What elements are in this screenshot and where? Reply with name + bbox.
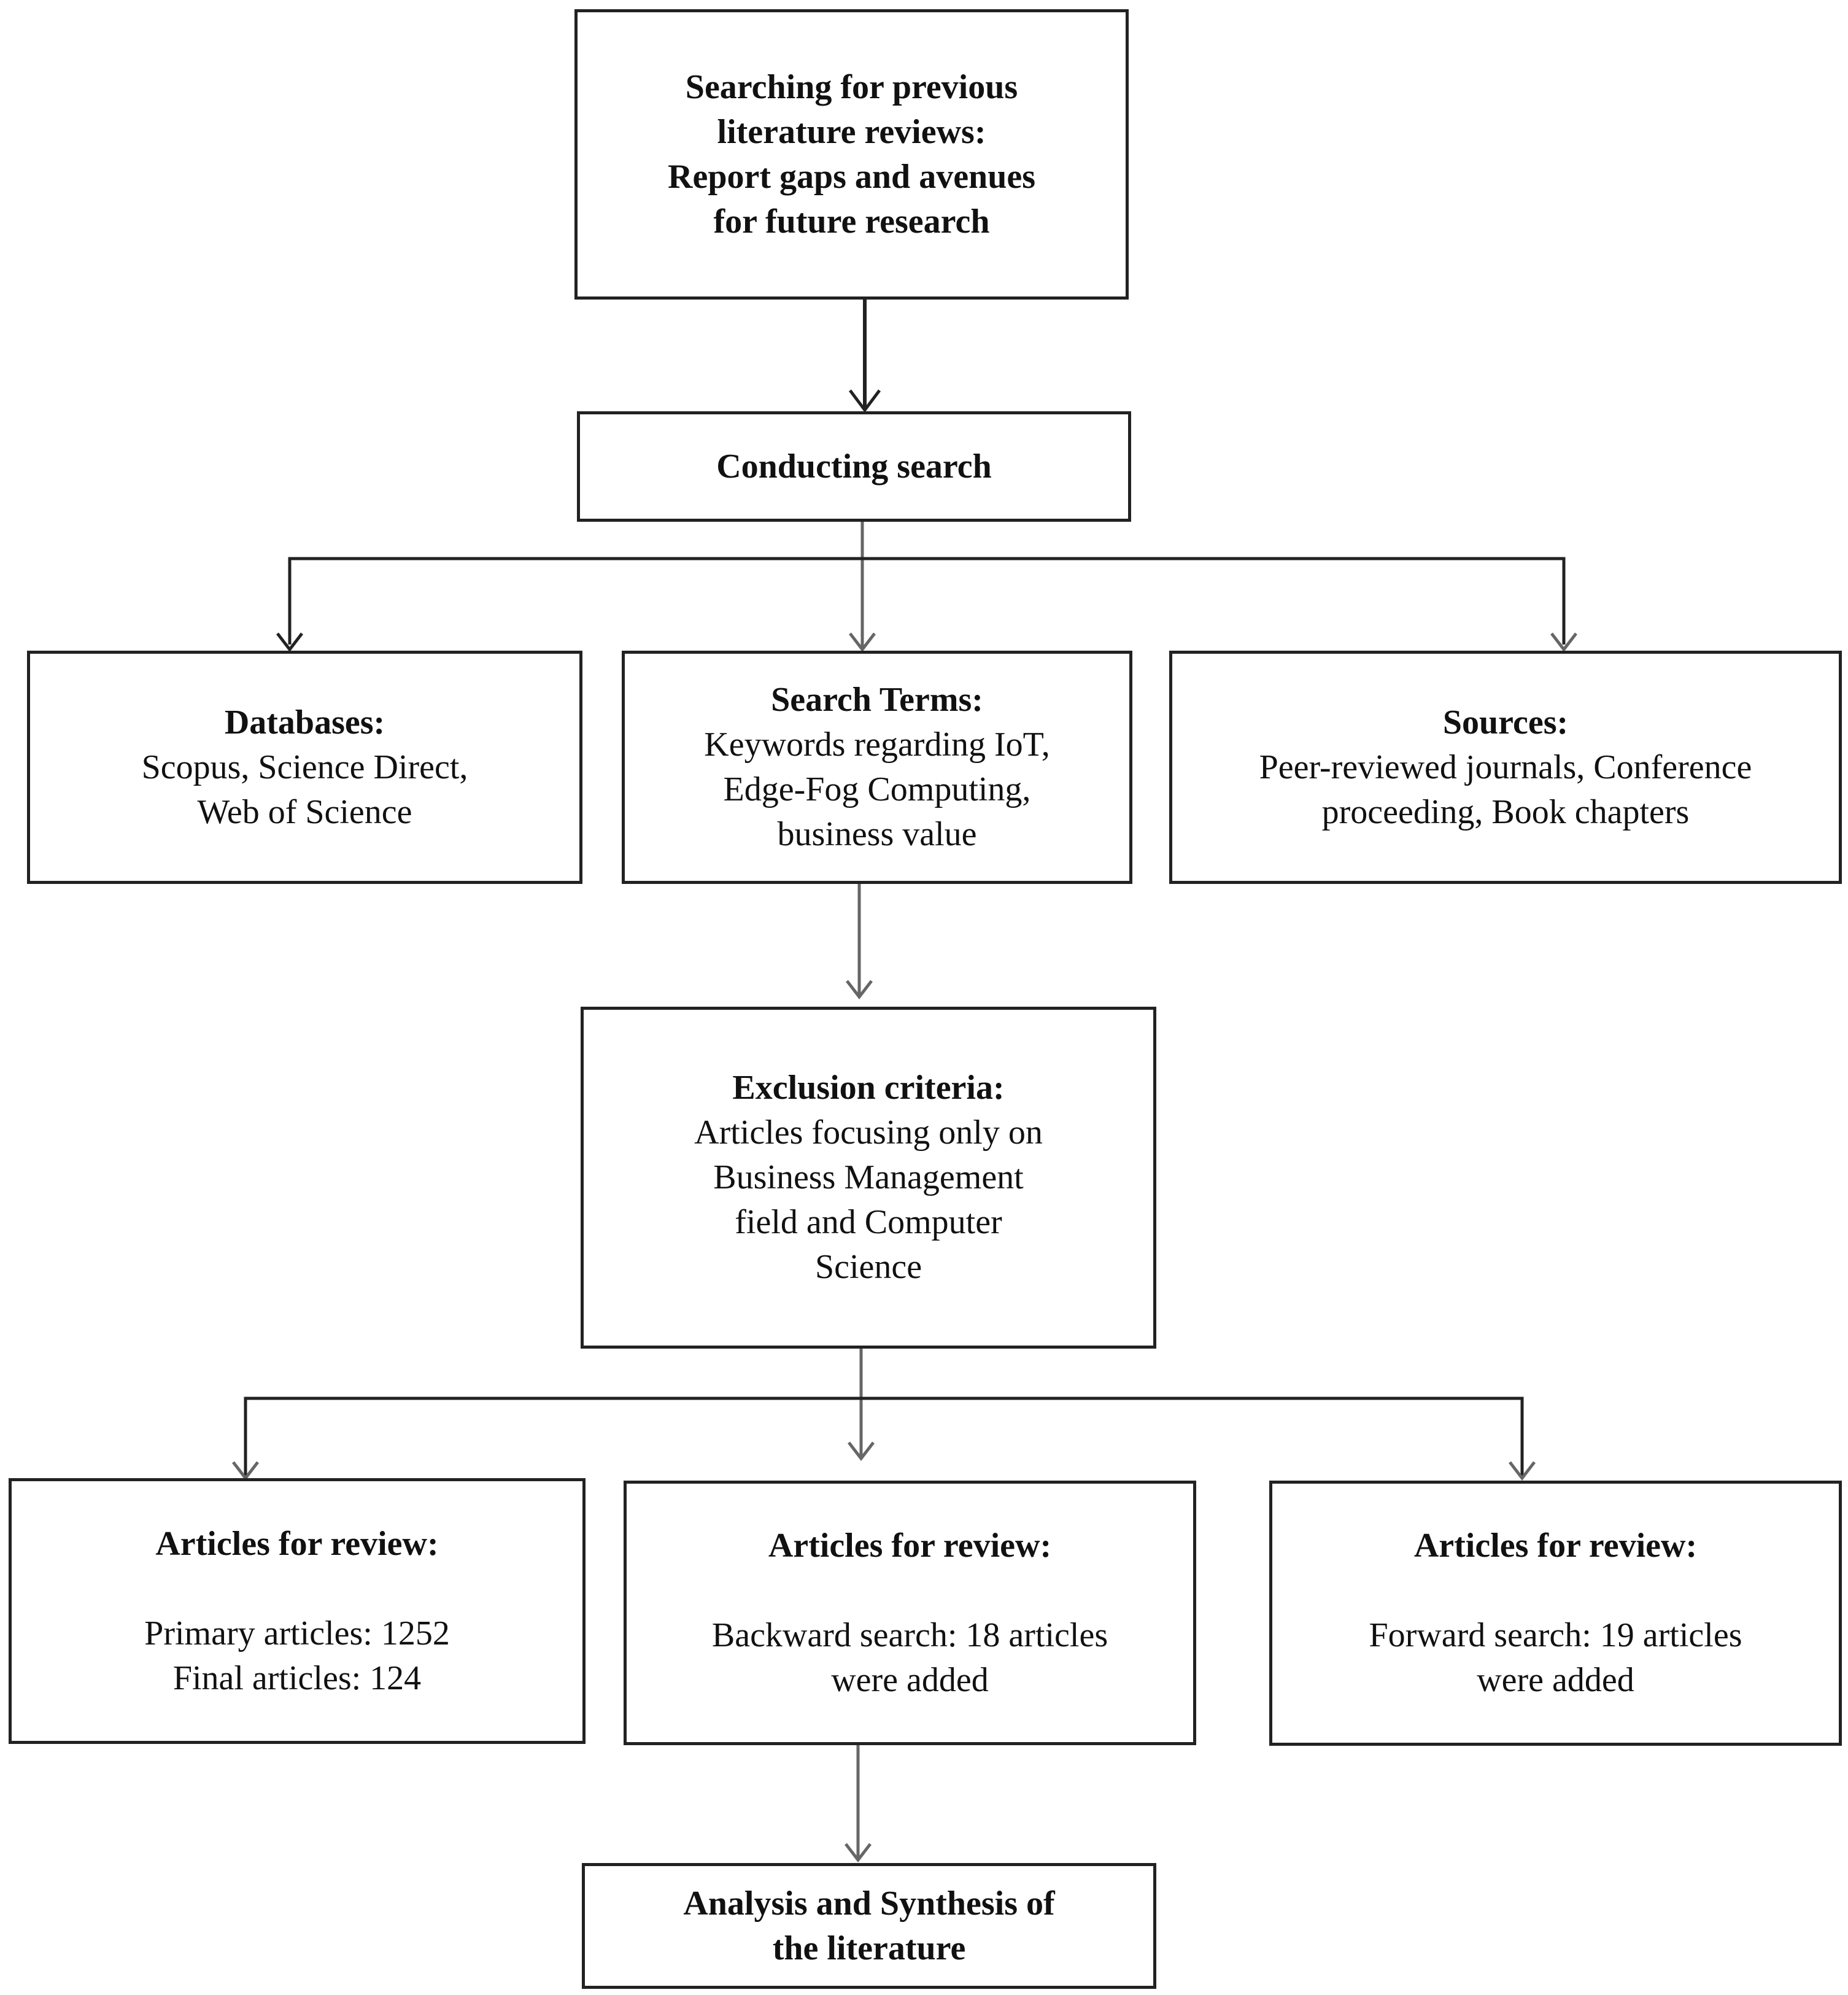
arrowhead-search-terms bbox=[849, 632, 876, 653]
review-forward-line-1: Forward search: 19 articles bbox=[1369, 1616, 1742, 1654]
review-forward-line-2: were added bbox=[1477, 1661, 1634, 1699]
search-terms-box: Search Terms: Keywords regarding IoT, Ed… bbox=[622, 651, 1132, 884]
exclusion-title: Exclusion criteria: bbox=[732, 1069, 1005, 1107]
search-terms-line-2: Edge-Fog Computing, bbox=[723, 770, 1031, 808]
review-primary-box: Articles for review: Primary articles: 1… bbox=[9, 1478, 586, 1744]
arrowhead-review-backward bbox=[848, 1441, 875, 1462]
arrowhead-databases bbox=[276, 632, 303, 653]
search-terms-line-3: business value bbox=[777, 815, 977, 853]
analysis-line-1: Analysis and Synthesis of bbox=[683, 1884, 1055, 1923]
review-forward-box: Articles for review: Forward search: 19 … bbox=[1269, 1481, 1842, 1746]
previous-reviews-box: Searching for previous literature review… bbox=[574, 9, 1129, 300]
review-primary-title: Articles for review: bbox=[155, 1524, 439, 1563]
databases-box: Databases: Scopus, Science Direct, Web o… bbox=[27, 651, 582, 884]
analysis-synthesis-box: Analysis and Synthesis of the literature bbox=[582, 1863, 1156, 1989]
previous-reviews-line-4: for future research bbox=[713, 202, 990, 241]
conducting-search-box: Conducting search bbox=[577, 411, 1131, 522]
previous-reviews-line-3: Report gaps and avenues bbox=[668, 157, 1035, 196]
arrowhead-conducting bbox=[849, 389, 881, 413]
exclusion-line-2: Business Management bbox=[713, 1158, 1024, 1196]
databases-title: Databases: bbox=[224, 703, 385, 742]
arrowhead-sources bbox=[1550, 632, 1577, 653]
databases-line-2: Web of Science bbox=[197, 792, 412, 831]
review-backward-line-1: Backward search: 18 articles bbox=[711, 1616, 1108, 1654]
exclusion-line-1: Articles focusing only on bbox=[694, 1114, 1043, 1152]
branch-top-horizontal bbox=[288, 557, 1566, 645]
analysis-line-2: the literature bbox=[772, 1929, 966, 1967]
search-terms-title: Search Terms: bbox=[771, 681, 983, 719]
databases-line-1: Scopus, Science Direct, bbox=[141, 748, 468, 786]
review-forward-title: Articles for review: bbox=[1413, 1527, 1698, 1565]
arrowhead-analysis bbox=[845, 1843, 872, 1863]
search-terms-line-1: Keywords regarding IoT, bbox=[704, 726, 1050, 764]
review-primary-line-2: Final articles: 124 bbox=[172, 1659, 422, 1697]
branch-bottom-horizontal bbox=[244, 1396, 1524, 1478]
exclusion-criteria-box: Exclusion criteria: Articles focusing on… bbox=[581, 1007, 1156, 1349]
sources-box: Sources: Peer-reviewed journals, Confere… bbox=[1169, 651, 1842, 884]
previous-reviews-line-2: literature reviews: bbox=[717, 112, 986, 151]
sources-title: Sources: bbox=[1442, 703, 1569, 742]
review-backward-box: Articles for review: Backward search: 18… bbox=[624, 1481, 1196, 1745]
arrowhead-review-forward bbox=[1509, 1461, 1536, 1481]
exclusion-line-3: field and Computer bbox=[735, 1203, 1002, 1241]
review-backward-title: Articles for review: bbox=[768, 1526, 1052, 1565]
arrowhead-exclusion bbox=[846, 980, 873, 1000]
exclusion-line-4: Science bbox=[814, 1248, 922, 1286]
conducting-search-title: Conducting search bbox=[716, 447, 992, 486]
review-backward-line-2: were added bbox=[831, 1660, 989, 1699]
review-primary-line-1: Primary articles: 1252 bbox=[144, 1614, 450, 1652]
sources-line-1: Peer-reviewed journals, Conference bbox=[1259, 748, 1752, 786]
previous-reviews-line-1: Searching for previous bbox=[685, 68, 1018, 106]
sources-line-2: proceeding, Book chapters bbox=[1321, 792, 1690, 831]
